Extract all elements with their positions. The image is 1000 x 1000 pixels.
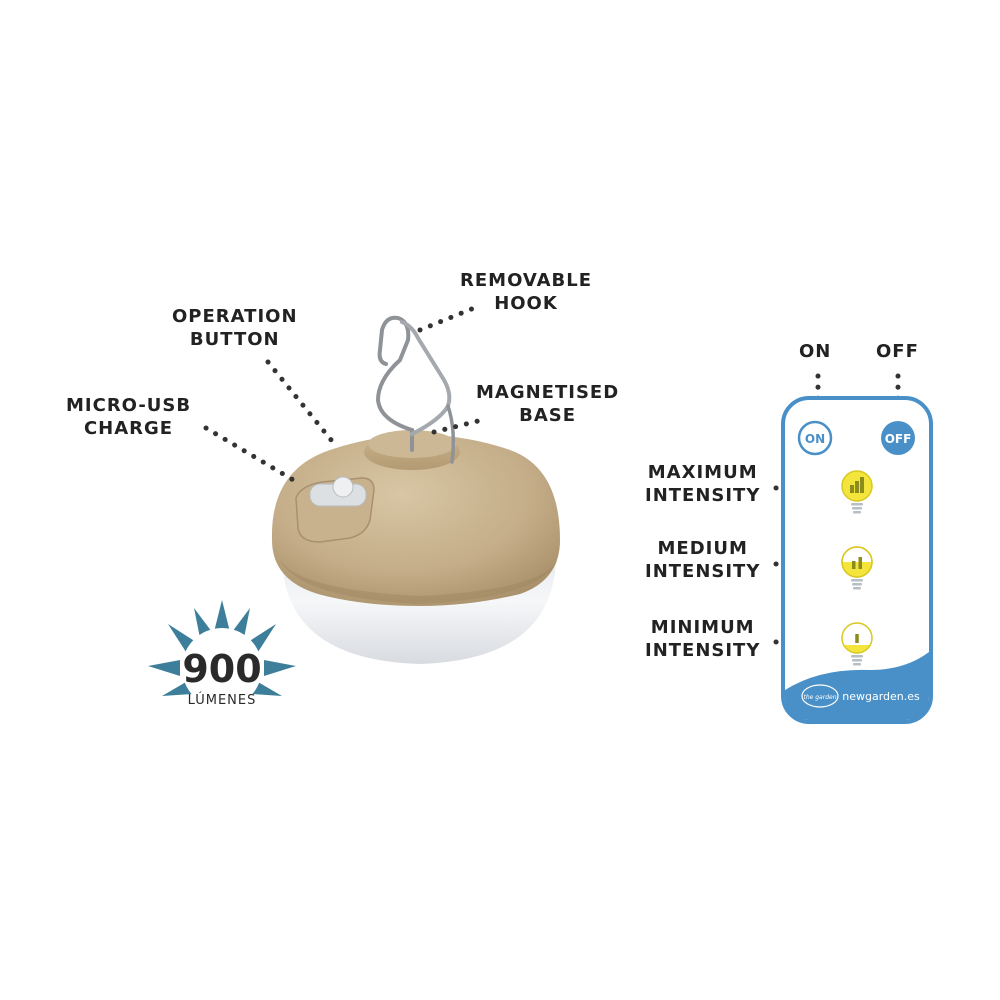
- lumens-unit: LÚMENES: [188, 692, 257, 708]
- remote-footer: [785, 652, 929, 720]
- off-button-label: OFF: [885, 432, 912, 446]
- label-operation-button: OPERATION BUTTON: [172, 306, 298, 350]
- label-off: OFF: [876, 341, 919, 362]
- medium-intensity-button[interactable]: [841, 546, 873, 590]
- label-magnetised-base: MAGNETISED BASE: [476, 382, 620, 426]
- led-bulb-icon: [841, 622, 873, 654]
- website-text: newgarden.es: [842, 690, 920, 703]
- brand-logo: [801, 684, 839, 708]
- remote-control: ON OFF: [781, 396, 933, 724]
- label-removable-hook: REMOVABLE HOOK: [460, 270, 593, 314]
- lumens-value: 900: [182, 647, 261, 691]
- on-button-label: ON: [805, 432, 825, 446]
- sunburst-badge-icon: [148, 600, 296, 708]
- metal-hook-icon: [375, 315, 414, 452]
- brand-logo-text: the garden: [803, 694, 836, 701]
- lamp: [271, 315, 560, 664]
- label-minimum-intensity: MINIMUM INTENSITY: [645, 617, 761, 661]
- label-on: ON: [799, 341, 832, 362]
- label-micro-usb: MICRO-USB CHARGE: [66, 395, 192, 439]
- max-intensity-button[interactable]: [841, 470, 873, 514]
- operation-button-cap: [332, 476, 354, 498]
- minimum-intensity-button[interactable]: [841, 622, 873, 666]
- off-button[interactable]: [881, 421, 915, 455]
- led-bulb-icon: [841, 546, 873, 578]
- on-button[interactable]: [797, 420, 833, 456]
- label-medium-intensity: MEDIUM INTENSITY: [645, 538, 761, 582]
- label-maximum-intensity: MAXIMUM INTENSITY: [645, 462, 761, 506]
